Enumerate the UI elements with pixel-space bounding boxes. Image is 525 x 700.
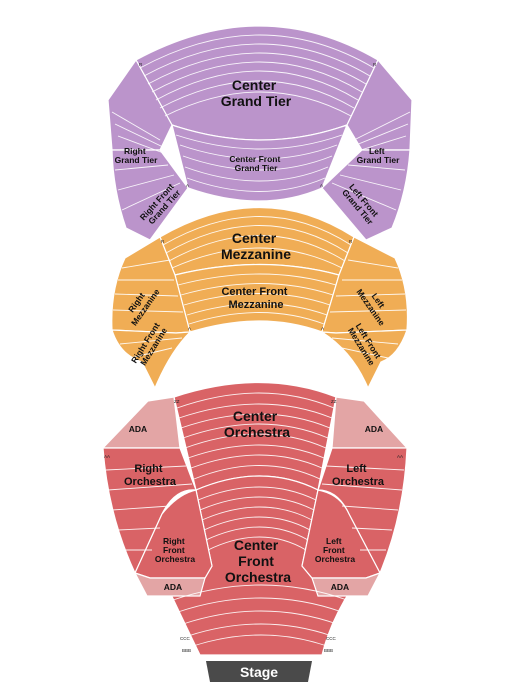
label-center-orchestra: Center Orchestra	[224, 408, 290, 440]
row-label-mezzanine-front: A	[188, 326, 191, 331]
stage: Stage	[206, 661, 312, 682]
label-left-front-orchestra: Left Front Orchestra	[315, 536, 355, 564]
label-center-mezzanine: Center Mezzanine	[221, 230, 291, 262]
section-ada-upper-left[interactable]	[101, 396, 181, 449]
section-ada-lower-left[interactable]	[133, 571, 206, 597]
section-left-orchestra[interactable]	[317, 447, 408, 575]
section-ada-upper-right[interactable]	[331, 396, 409, 449]
row-label-orchestra-aisle-left: AA	[104, 454, 110, 459]
row-label-orchestra-front-right: BBB	[324, 648, 333, 653]
mezzanine-row-lines	[112, 216, 407, 359]
stage-shape	[206, 661, 312, 682]
row-label-grand-tier-front: A	[186, 183, 189, 188]
label-right-orchestra: Right Orchestra	[124, 463, 177, 488]
row-label-mezzanine-top-right: R	[349, 239, 353, 244]
label-left-orchestra: Left Orchestra	[332, 463, 385, 488]
row-label-orchestra-top: ZZ	[174, 399, 180, 404]
label-ada-upper-left: ADA	[129, 424, 147, 434]
label-ada-lower-right: ADA	[331, 582, 349, 592]
orchestra-level: ZZ ZZ AA AA BBB BBB CCC CCC Center Orche…	[101, 381, 409, 656]
row-label-orchestra-front-alt: CCC	[180, 636, 190, 641]
stage-label: Stage	[240, 664, 278, 680]
row-label-grand-tier-top-right: R	[373, 62, 377, 67]
row-label-orchestra-front: BBB	[182, 648, 191, 653]
grand-tier-level: R R A A Center Grand Tier Center Front G…	[107, 25, 413, 241]
row-label-grand-tier-top: R	[139, 62, 143, 67]
grand-tier-row-lines	[111, 34, 411, 211]
row-label-orchestra-aisle-right: AA	[397, 454, 403, 459]
section-right-front-mezzanine[interactable]	[111, 329, 192, 390]
label-ada-upper-right: ADA	[365, 424, 383, 434]
label-center-grand-tier: Center Grand Tier	[221, 77, 292, 109]
row-label-grand-tier-front-right: A	[320, 183, 323, 188]
label-ada-lower-left: ADA	[164, 582, 182, 592]
label-right-front-orchestra: Right Front Orchestra	[155, 536, 195, 564]
label-left-grand-tier: Left Grand Tier	[357, 146, 401, 165]
section-ada-lower-right[interactable]	[311, 571, 382, 597]
orchestra-row-lines	[105, 392, 405, 647]
label-right-grand-tier: Right Grand Tier	[115, 146, 159, 165]
label-center-front-grand-tier: Center Front Grand Tier	[229, 154, 282, 173]
label-center-front-mezzanine: Center Front Mezzanine	[221, 286, 290, 311]
section-left-front-grand-tier[interactable]	[321, 149, 411, 241]
label-center-front-orchestra: Center Front Orchestra	[225, 537, 291, 585]
row-label-orchestra-top-right: ZZ	[331, 399, 337, 404]
section-right-grand-tier[interactable]	[107, 58, 173, 151]
row-label-orchestra-front-alt-right: CCC	[326, 636, 336, 641]
section-left-front-mezzanine[interactable]	[321, 329, 408, 390]
row-label-mezzanine-top: R	[161, 239, 165, 244]
row-label-mezzanine-front-right: A	[321, 326, 324, 331]
section-right-front-grand-tier[interactable]	[111, 149, 189, 241]
